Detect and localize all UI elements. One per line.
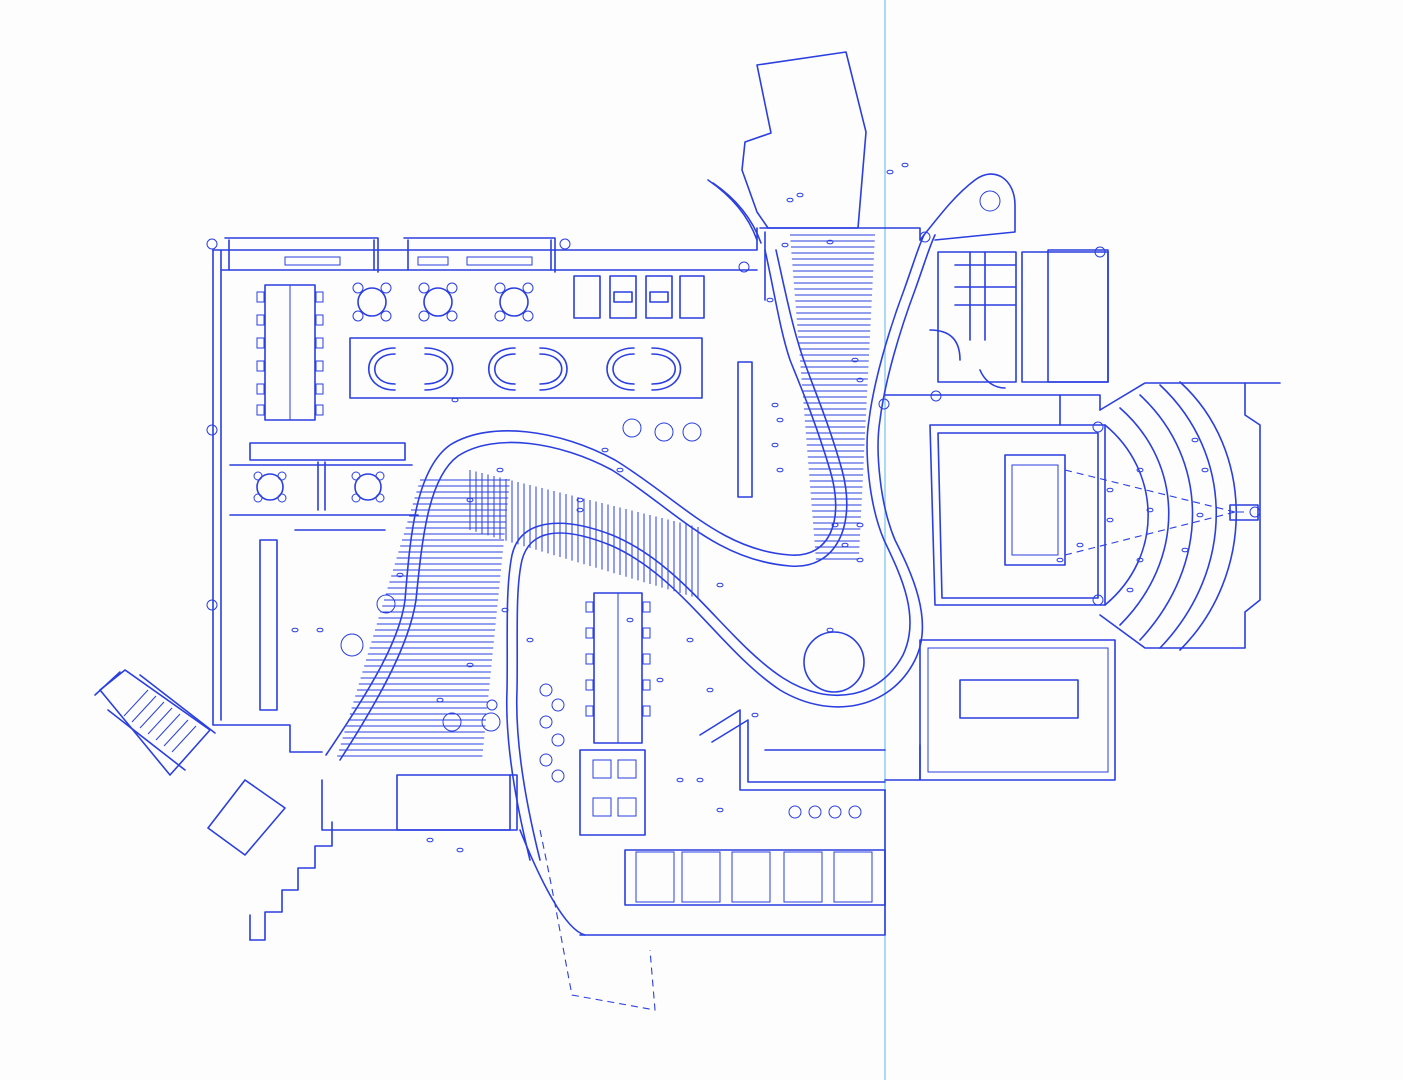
person-mark xyxy=(886,169,894,175)
booths xyxy=(573,275,705,319)
person-mark xyxy=(1106,517,1114,523)
person-mark xyxy=(781,242,789,248)
person-mark xyxy=(776,467,784,473)
person-mark xyxy=(856,557,864,563)
person-mark xyxy=(601,447,609,453)
person-mark xyxy=(456,847,464,853)
person-mark xyxy=(436,697,444,703)
person-mark xyxy=(426,837,434,843)
wall-nodes xyxy=(206,231,1261,611)
person-mark xyxy=(771,442,779,448)
person-mark xyxy=(656,677,664,683)
person-mark xyxy=(501,607,509,613)
exterior-stair xyxy=(94,669,286,856)
person-mark xyxy=(1181,547,1189,553)
dining-hall xyxy=(229,275,753,711)
person-mark xyxy=(766,297,774,303)
outer-walls xyxy=(212,227,921,753)
person-mark xyxy=(1136,557,1144,563)
pool-room xyxy=(884,639,1116,781)
person-mark xyxy=(901,162,909,168)
person-mark xyxy=(786,197,794,203)
person-mark xyxy=(676,777,684,783)
person-mark xyxy=(696,777,704,783)
north-plaza xyxy=(707,51,867,244)
north-wall-windows xyxy=(284,256,533,266)
person-mark xyxy=(1201,467,1209,473)
people-marks xyxy=(291,162,1209,853)
person-mark xyxy=(686,637,694,643)
person-mark xyxy=(771,402,779,408)
person-mark xyxy=(291,627,299,633)
library xyxy=(442,592,886,936)
person-mark xyxy=(856,522,864,528)
person-mark xyxy=(1136,467,1144,473)
person-mark xyxy=(826,239,834,245)
round-tables xyxy=(352,282,534,322)
person-mark xyxy=(1196,512,1204,518)
person-mark xyxy=(1126,587,1134,593)
person-mark xyxy=(316,627,324,633)
south-path xyxy=(539,829,656,1011)
person-mark xyxy=(616,467,624,473)
round-platform xyxy=(803,631,865,693)
person-mark xyxy=(751,712,759,718)
person-mark xyxy=(1146,507,1154,513)
person-mark xyxy=(851,357,859,363)
person-mark xyxy=(396,572,404,578)
person-mark xyxy=(576,507,584,513)
person-mark xyxy=(466,662,474,668)
person-mark xyxy=(451,397,459,403)
person-mark xyxy=(526,637,534,643)
banquettes xyxy=(368,347,682,391)
person-mark xyxy=(716,582,724,588)
person-mark xyxy=(826,627,834,633)
person-mark xyxy=(716,807,724,813)
person-mark xyxy=(776,417,784,423)
person-mark xyxy=(466,497,474,503)
person-mark xyxy=(1076,542,1084,548)
ramp-slats xyxy=(337,234,875,757)
person-mark xyxy=(841,542,849,548)
person-mark xyxy=(706,687,714,693)
dining-chairs xyxy=(256,291,324,416)
person-mark xyxy=(1106,487,1114,493)
person-mark xyxy=(1191,437,1199,443)
person-mark xyxy=(831,522,839,528)
stepped-terrace xyxy=(249,774,518,941)
person-mark xyxy=(856,377,864,383)
person-mark xyxy=(626,617,634,623)
central-ramp xyxy=(325,234,936,861)
person-mark xyxy=(496,467,504,473)
person-mark xyxy=(796,192,804,198)
person-mark xyxy=(1056,557,1064,563)
service-rooms xyxy=(884,173,1109,426)
person-mark xyxy=(576,497,584,503)
auditorium xyxy=(929,381,1281,651)
